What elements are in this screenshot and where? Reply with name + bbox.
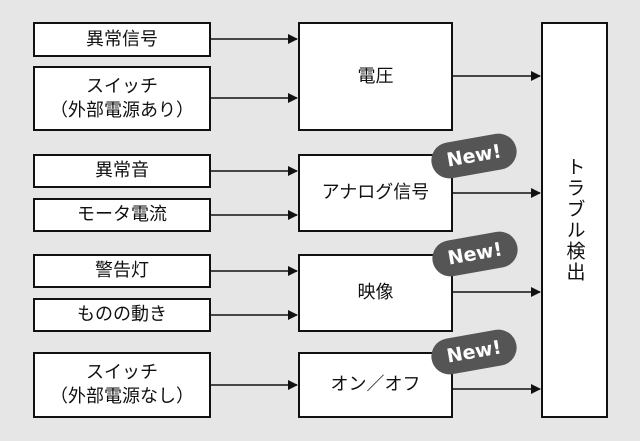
input-abnormal-sound-label: 異常音 bbox=[95, 160, 149, 181]
input-abnormal-signal: 異常信号 bbox=[33, 22, 211, 57]
signal-voltage-label: 電圧 bbox=[357, 65, 394, 87]
input-warning-light-label: 警告灯 bbox=[95, 260, 149, 281]
input-object-motion-label: ものの動き bbox=[77, 304, 167, 325]
output-trouble-detection: トラブル検出 bbox=[541, 22, 608, 418]
signal-analog-label: アナログ信号 bbox=[321, 182, 430, 203]
output-trouble-detection-label: トラブル検出 bbox=[563, 157, 586, 283]
input-switch-powered-line2: （外部電源あり） bbox=[50, 99, 194, 121]
signal-analog: アナログ信号 bbox=[298, 154, 453, 232]
input-object-motion: ものの動き bbox=[33, 298, 211, 332]
signal-on-off: オン／オフ bbox=[298, 352, 453, 418]
input-warning-light: 警告灯 bbox=[33, 254, 211, 288]
input-switch-unpowered-line1: スイッチ bbox=[86, 362, 158, 383]
input-switch-powered-line1: スイッチ bbox=[86, 75, 158, 97]
signal-video: 映像 bbox=[298, 254, 453, 332]
input-abnormal-sound: 異常音 bbox=[33, 154, 211, 188]
input-switch-unpowered-line2: （外部電源なし） bbox=[50, 386, 194, 407]
input-motor-current: モータ電流 bbox=[33, 198, 211, 232]
input-switch-powered: スイッチ （外部電源あり） bbox=[33, 66, 211, 131]
input-switch-unpowered: スイッチ （外部電源なし） bbox=[33, 352, 211, 418]
signal-on-off-label: オン／オフ bbox=[330, 374, 421, 395]
signal-video-label: 映像 bbox=[357, 282, 394, 303]
input-abnormal-signal-label: 異常信号 bbox=[86, 28, 158, 50]
input-motor-current-label: モータ電流 bbox=[77, 204, 167, 225]
signal-voltage: 電圧 bbox=[298, 22, 453, 131]
